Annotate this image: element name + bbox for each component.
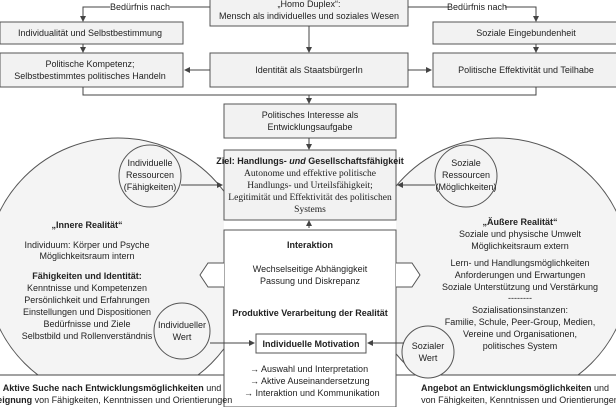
need-label-right: Bedürfnis nach <box>447 2 507 12</box>
inner-item: Einstellungen und Dispositionen <box>23 307 151 317</box>
social-value-text: Sozialer <box>412 341 445 351</box>
motivation-item: → Interaktion und Kommunikation <box>244 388 380 398</box>
individual-resources-text: Ressourcen <box>126 170 174 180</box>
outer-agents-title: Sozialisationsinstanzen: <box>472 305 568 315</box>
homo-duplex-title: „Homo Duplex“: <box>277 0 340 9</box>
right-connector <box>396 262 421 288</box>
goal-box <box>223 149 397 221</box>
social-resources-circle <box>434 144 498 208</box>
interaction-box <box>223 229 397 407</box>
inner-item: Bedürfnisse und Ziele <box>43 319 130 329</box>
outer-item: Soziale Unterstützung und Verstärkung <box>442 282 598 292</box>
interaction-line: Wechselseitige Abhängigkeit <box>253 264 368 274</box>
political-interest-line1: Politisches Interesse als <box>262 110 359 120</box>
outer-item: Anforderungen und Erwartungen <box>455 270 586 280</box>
left-connector <box>199 262 224 288</box>
bottom-right-line2: von Fähigkeiten, Kenntnissen und Orienti… <box>421 395 616 405</box>
goal-line: Handlungs- und Urteilsfähigkeit; <box>247 180 373 191</box>
goal-line: Legitimität und Effektivität des politis… <box>228 192 392 203</box>
individuality-text: Individualität und Selbstbestimmung <box>18 28 162 38</box>
goal-line: Systems <box>294 205 326 215</box>
citizen-identity-text: Identität als StaatsbürgerIn <box>255 65 363 75</box>
need-label-left: Bedürfnis nach <box>110 2 170 12</box>
outer-reality-title: „Äußere Realität“ <box>482 217 557 227</box>
productive-processing: Produktive Verarbeitung der Realität <box>232 308 388 318</box>
social-embeddedness-box <box>432 21 616 45</box>
social-resources-text: Ressourcen <box>442 170 490 180</box>
inner-item: Kenntnisse und Kompetenzen <box>27 283 147 293</box>
bottom-left-line1: Aktive Suche nach Entwicklungsmöglichkei… <box>3 383 222 393</box>
social-value-text: Wert <box>419 353 438 363</box>
individual-resources-circle <box>118 144 182 208</box>
outer-line: Soziale und physische Umwelt <box>459 229 582 239</box>
political-efficacy-text: Politische Effektivität und Teilhabe <box>458 65 594 75</box>
interaction-line: Passung und Diskrepanz <box>260 276 361 286</box>
political-interest-box <box>223 103 397 139</box>
individual-resources-text: (Fähigkeiten) <box>124 182 177 192</box>
individual-value-text: Wert <box>173 332 192 342</box>
individual-value-text: Individueller <box>158 320 206 330</box>
inner-item: Persönlichkeit und Erfahrungen <box>24 295 150 305</box>
outer-item: Lern- und Handlungsmöglichkeiten <box>450 258 589 268</box>
individuality-box <box>0 21 184 45</box>
bottom-left-line2: neignung von Fähigkeiten, Kenntnissen un… <box>0 395 232 405</box>
individual-value-circle <box>153 302 211 360</box>
inner-reality-title: „Innere Realität“ <box>51 220 122 230</box>
goal-title: Ziel: Handlungs- und Gesellschaftsfähigk… <box>216 156 404 166</box>
social-embeddedness-text: Soziale Eingebundenheit <box>476 28 576 38</box>
political-interest-line2: Entwicklungsaufgabe <box>267 122 352 132</box>
political-efficacy-box <box>432 52 616 88</box>
self-determined-action-text: Selbstbestimmtes politisches Handeln <box>14 71 166 81</box>
motivation-box <box>255 333 367 354</box>
social-value-circle <box>401 325 455 379</box>
inner-line: Möglichkeitsraum intern <box>39 251 134 261</box>
outer-separator: -------- <box>508 293 532 303</box>
social-resources-text: Soziale <box>451 158 481 168</box>
political-competence-text: Politische Kompetenz; <box>45 59 134 69</box>
political-competence-box <box>0 52 184 88</box>
motivation-item: → Aktive Auseinandersetzung <box>250 376 370 386</box>
inner-line: Individuum: Körper und Psyche <box>24 240 149 250</box>
outer-line: Möglichkeitsraum extern <box>471 241 569 251</box>
motivation-text: Individuelle Motivation <box>262 339 359 349</box>
bottom-right-line1: Angebot an Entwicklungsmöglichkeiten und <box>421 383 609 393</box>
interaction-title: Interaktion <box>287 240 333 250</box>
outer-agent: Familie, Schule, Peer-Group, Medien, <box>445 317 596 327</box>
outer-agent: Vereine und Organisationen, <box>463 329 577 339</box>
goal-line: Autonome und effektive politische <box>244 168 376 179</box>
inner-item: Selbstbild und Rollenverständnis <box>22 331 153 341</box>
inner-subtitle: Fähigkeiten und Identität: <box>32 271 142 281</box>
individual-resources-text: Individuelle <box>127 158 172 168</box>
homo-duplex-subtitle: Mensch als individuelles und soziales We… <box>219 11 399 21</box>
motivation-item: → Auswahl und Interpretation <box>250 364 368 374</box>
social-resources-text: (Möglichkeiten) <box>435 182 496 192</box>
outer-agent: politisches System <box>483 341 558 351</box>
